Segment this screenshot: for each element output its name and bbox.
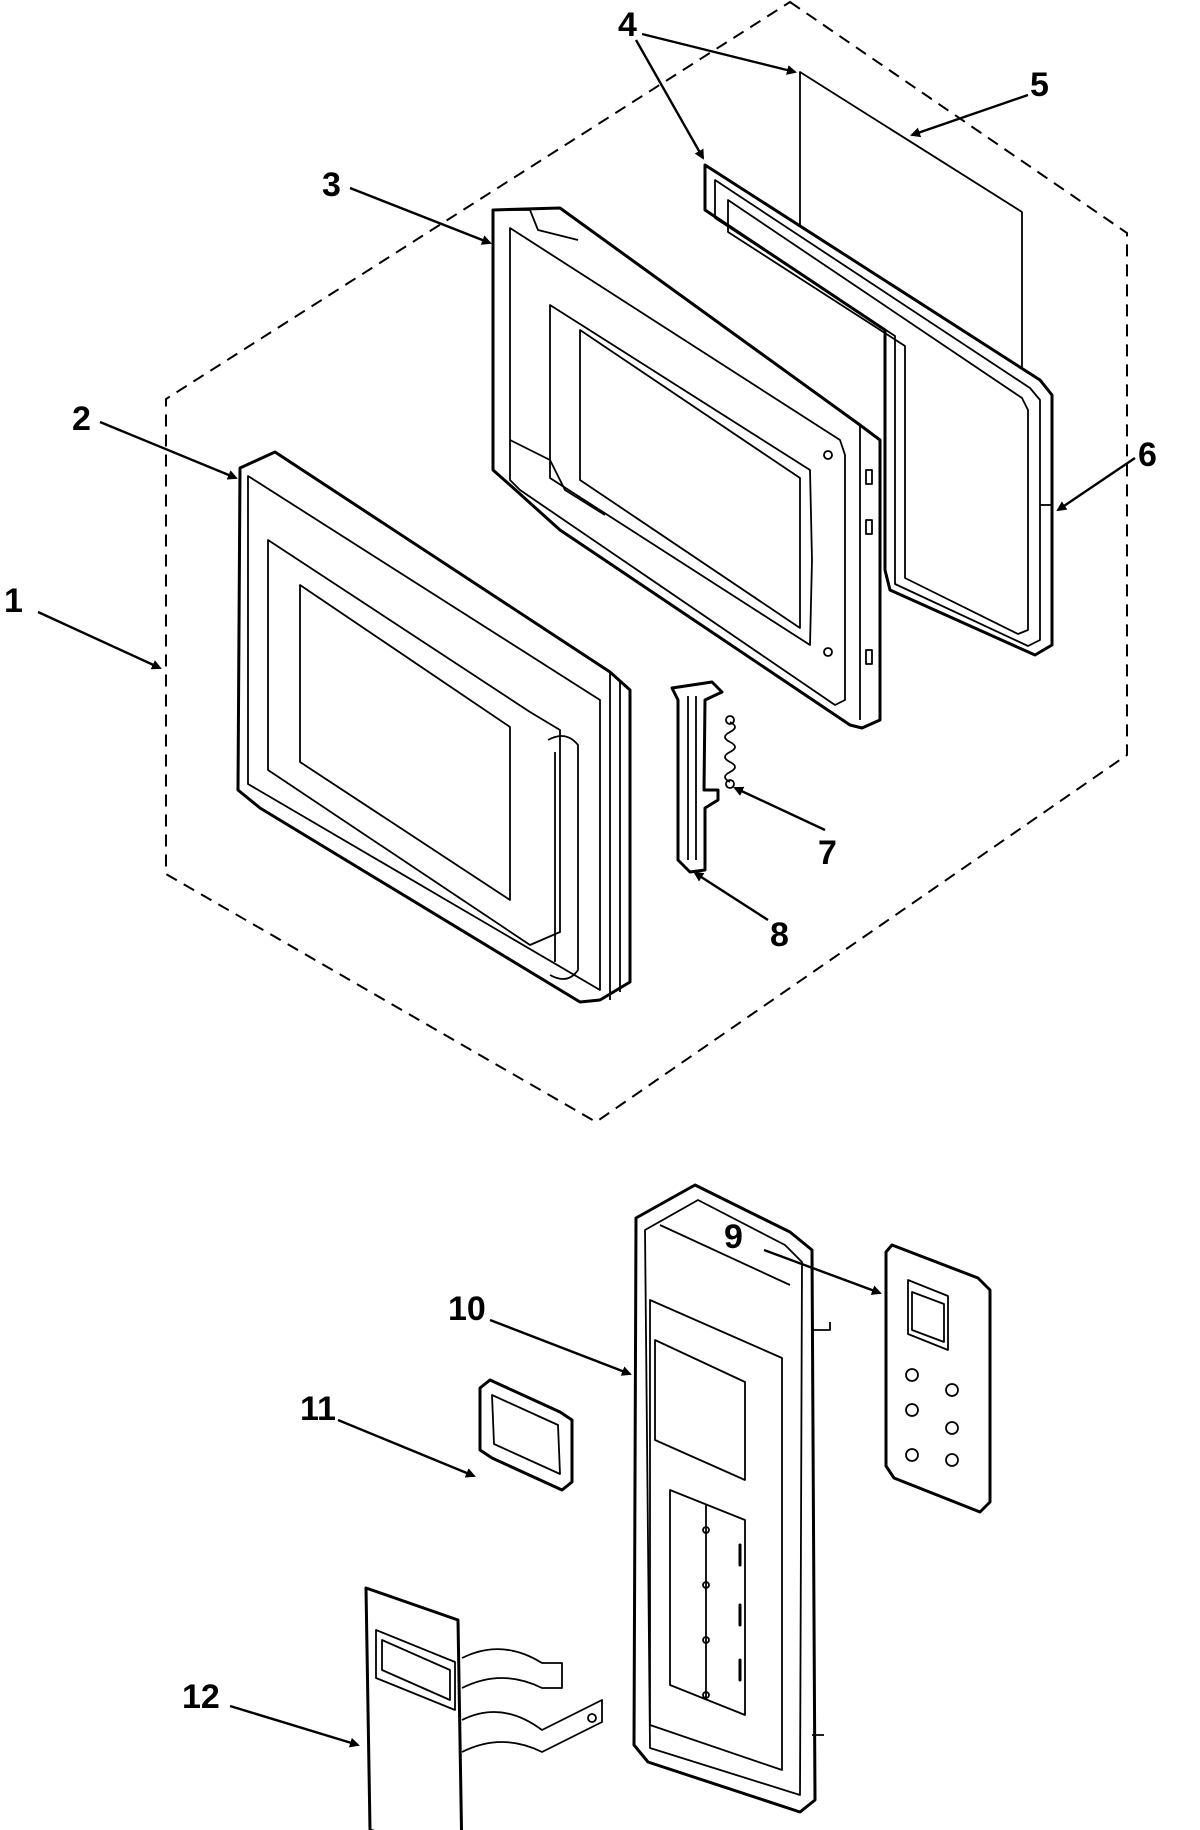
leader-1 (37, 610, 162, 670)
part-12-membrane-keypad (364, 1586, 603, 1830)
leader-4b (634, 39, 705, 160)
callout-8: 8 (770, 916, 789, 954)
callout-6: 6 (1138, 436, 1157, 474)
leader-8 (693, 871, 769, 922)
part-6-choke-cover-frame (703, 163, 1054, 657)
part-2-door-front (236, 450, 632, 1004)
leader-12 (229, 1704, 360, 1748)
part-7-latch-spring (724, 715, 736, 789)
callout-1: 1 (4, 582, 23, 620)
door-assembly-boundary (165, 0, 1128, 1124)
callout-4: 4 (618, 6, 637, 44)
part-11-display-window (478, 1378, 574, 1492)
leader-2 (99, 420, 238, 480)
part-8-latch-lever (670, 680, 724, 874)
callout-7: 7 (818, 834, 837, 872)
leader-6 (1056, 457, 1136, 512)
leader-10 (489, 1318, 632, 1376)
callout-3: 3 (322, 166, 341, 204)
leader-4a (641, 32, 797, 75)
part-3-inner-door-frame (491, 206, 882, 730)
callout-2: 2 (72, 400, 91, 438)
callout-9: 9 (724, 1218, 743, 1256)
leader-5 (910, 93, 1029, 138)
part-9-control-board (884, 1243, 992, 1514)
leader-11 (337, 1418, 476, 1478)
leader-9 (763, 1248, 882, 1295)
callout-labels: 1 2 3 4 5 6 7 8 9 10 11 12 (4, 6, 1157, 1716)
callout-5: 5 (1030, 66, 1049, 104)
leader-3 (349, 186, 492, 245)
leader-lines (37, 32, 1136, 1748)
part-10-control-panel-frame (632, 1183, 831, 1814)
callout-10: 10 (448, 1290, 486, 1328)
callout-12: 12 (182, 1678, 220, 1716)
callout-11: 11 (300, 1390, 336, 1428)
leader-7 (733, 786, 826, 832)
